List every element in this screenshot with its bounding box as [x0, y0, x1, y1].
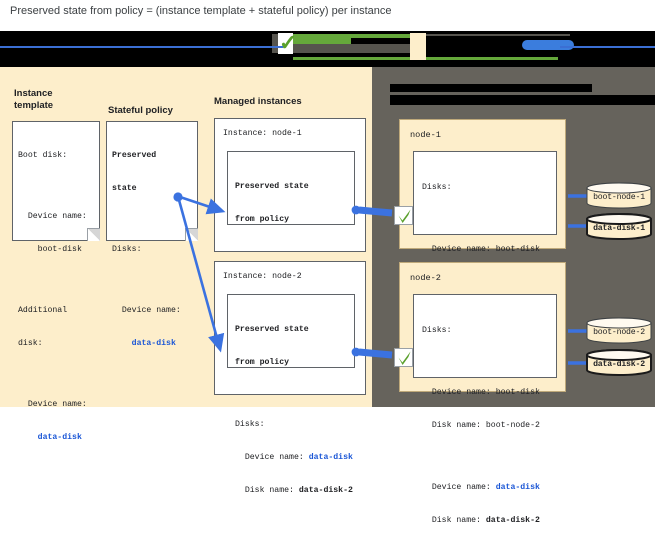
sp-line2: state	[112, 184, 137, 193]
n2-boot-disk: Disk name: boot-node-2	[422, 421, 540, 430]
banner-check-icon: ✓	[279, 30, 298, 55]
arrow-mi1-to-node1	[358, 206, 393, 217]
diagram-caption: Preserved state from policy = (instance …	[10, 5, 392, 17]
mi2-device-label: Device name:	[235, 453, 309, 462]
mi1-inner-line1: Preserved state	[235, 182, 309, 191]
n2-boot-device: Device name: boot-disk	[422, 388, 540, 397]
check-icon	[398, 209, 411, 223]
mi2-device-value: data-disk	[308, 453, 353, 462]
n2-data-device-value: data-disk	[495, 483, 540, 492]
disk-cylinder-boot-node-1: boot-node-1	[586, 182, 652, 209]
sp-data-disk-value: data-disk	[112, 339, 176, 348]
disk-cylinder-boot-node-2: boot-node-2	[586, 317, 652, 344]
card-fold-corner	[87, 228, 100, 241]
mi2-title: Instance: node-2	[223, 272, 302, 281]
arrow-policy-to-node1	[179, 195, 226, 215]
disk-label: data-disk-1	[593, 224, 645, 233]
it-data-disk-value: data-disk	[18, 433, 82, 442]
managed-instances-line1: Managed instances	[214, 95, 302, 107]
mi2-source-dot	[351, 347, 361, 357]
node-2-preserved-check-badge	[394, 348, 413, 367]
stateful-policy-card: Preserved state Disks: Device name: data…	[106, 121, 198, 348]
mi1-source-dot	[351, 205, 361, 215]
n2-data-device-label: Device name:	[422, 483, 496, 492]
mi2-inner-line1: Preserved state	[235, 325, 309, 334]
node-2-title: node-2	[410, 273, 441, 283]
n1-boot-device: Device name: boot-disk	[422, 245, 540, 254]
heading-stateful-policy: Stateful policy	[108, 105, 173, 116]
it-line1: Boot disk:	[18, 151, 68, 160]
it-line2: Device name:	[18, 212, 87, 221]
heading-instance-template: Instance template	[14, 88, 54, 111]
n2-disks-label: Disks:	[422, 326, 452, 335]
managed-instance-node-2: Instance: node-2 Preserved state from po…	[214, 261, 366, 495]
mi2-disk-label: Disk name:	[235, 486, 299, 495]
it-line6: Device name:	[18, 400, 87, 409]
disk-label: boot-node-2	[593, 328, 645, 337]
check-icon	[398, 351, 411, 365]
instance-template-card: Boot disk: Device name: boot-disk Additi…	[12, 121, 100, 442]
connector-wires	[173, 192, 588, 365]
policy-source-dot	[173, 192, 183, 202]
disk-cylinder-data-disk-2: data-disk-2	[586, 349, 652, 376]
sp-line3: Disks:	[112, 245, 142, 254]
arrow-mi2-to-node2	[358, 348, 393, 359]
mi2-inner-line2: from policy	[235, 358, 290, 367]
node-1-preserved-check-badge	[394, 206, 413, 225]
disk-label: boot-node-1	[593, 193, 645, 202]
node-1-title: node-1	[410, 130, 441, 140]
n2-data-disk-value: data-disk-2	[485, 516, 540, 525]
it-line4: Additional	[18, 306, 68, 315]
arrow-policy-to-node2	[177, 199, 225, 353]
sp-line1: Preserved	[112, 151, 157, 160]
n1-disks-label: Disks:	[422, 183, 452, 192]
disk-cylinder-data-disk-1: data-disk-1	[586, 213, 652, 240]
mi1-inner-line2: from policy	[235, 215, 290, 224]
n2-data-disk-label: Disk name:	[422, 516, 486, 525]
node-2-box: node-2 Disks: Device name: boot-disk Dis…	[399, 262, 566, 525]
sp-line4: Device name:	[112, 306, 181, 315]
mi2-disks-label: Disks:	[235, 420, 265, 429]
it-line3: boot-disk	[18, 245, 82, 254]
disk-label: data-disk-2	[593, 360, 645, 369]
diagram-canvas: Preserved state from policy = (instance …	[0, 5, 655, 525]
it-line5: disk:	[18, 339, 43, 348]
mi2-disk-value: data-disk-2	[298, 486, 353, 495]
mi1-title: Instance: node-1	[223, 129, 302, 138]
